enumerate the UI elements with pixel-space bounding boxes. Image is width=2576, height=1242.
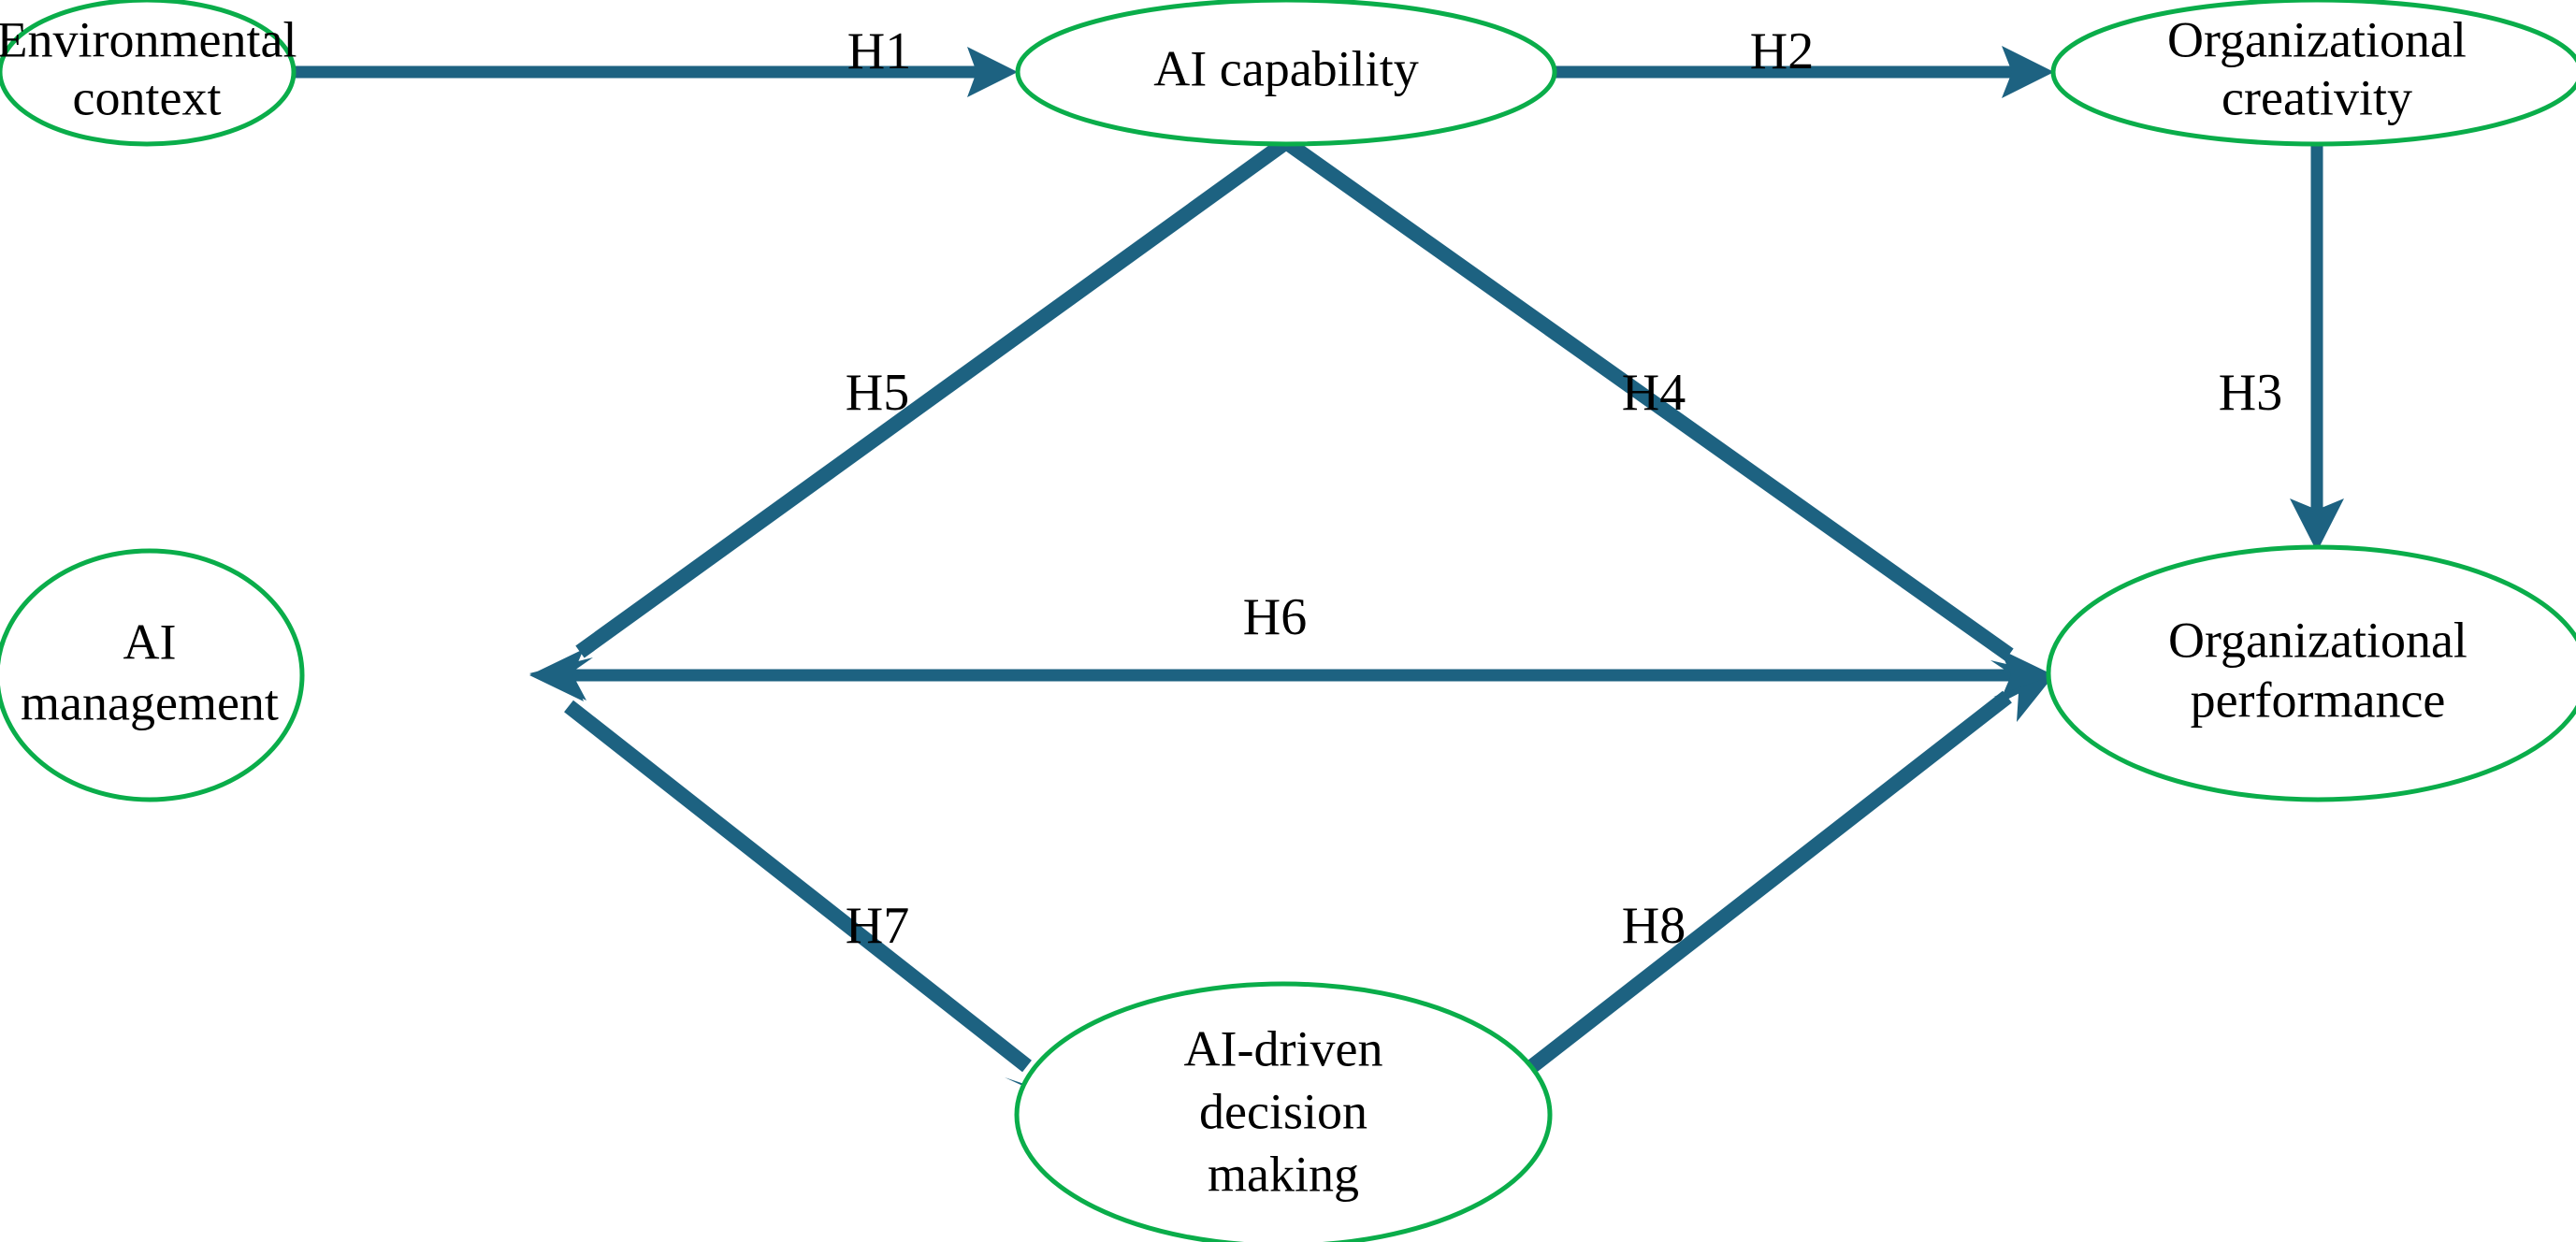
node-ai-capability[interactable]: AI capability [1015,0,1557,147]
edge-h4-line [1281,136,2014,661]
node-organizational-creativity[interactable]: Organizational creativity [2050,0,2576,147]
node-organizational-performance-shape [2046,544,2576,802]
edge-h4[interactable] [1281,136,2054,703]
edge-h2-arrowhead [2002,46,2054,98]
node-environmental-context-shape [0,0,297,147]
node-ai-driven-decision-making-shape [1014,981,1553,1242]
edge-h1-arrowhead [967,47,1018,97]
node-environmental-context[interactable]: Environmental context [0,0,297,147]
node-organizational-creativity-shape [2050,0,2576,147]
edge-label-h4: H4 [1622,364,1686,422]
edge-h8-line [1518,690,2012,1080]
edge-label-h3: H3 [2219,364,2282,422]
edge-label-h2: H2 [1750,22,1814,80]
edge-label-h8: H8 [1622,897,1686,955]
edge-h3[interactable] [2290,144,2344,552]
node-organizational-performance-label-line1: Organizational [2168,612,2467,668]
node-environmental-context-label-line2: context [73,69,222,125]
node-organizational-creativity-label-line2: creativity [2221,69,2412,125]
edge-h7-line [564,700,1032,1073]
node-ai-driven-decision-making-label-line3: making [1208,1146,1359,1202]
edge-h6-arrowhead-right [2000,649,2054,701]
node-ai-driven-decision-making-label-line2: decision [1199,1083,1368,1139]
edge-h8-arrowhead [1993,675,2054,722]
node-ai-management-label-line1: AI [123,614,177,670]
node-organizational-performance[interactable]: Organizational performance [2046,544,2576,802]
edge-h7[interactable] [564,700,1066,1119]
node-ai-management-label-line2: management [21,674,279,730]
node-ai-capability-shape [1015,0,1557,147]
edge-h1[interactable] [294,47,1018,97]
node-environmental-context-label-line1: Environmental [0,11,297,67]
node-organizational-creativity-label-line1: Organizational [2167,11,2467,67]
edge-label-h7: H7 [846,897,909,955]
edge-label-h6: H6 [1243,588,1307,646]
edge-h3-arrowhead [2290,498,2344,552]
node-ai-capability-label-line1: AI capability [1153,40,1418,96]
edge-h5-line [575,136,1291,658]
edge-h8[interactable] [1518,675,2054,1080]
node-organizational-performance-label-line2: performance [2191,672,2446,728]
node-ai-management-shape [0,548,305,802]
node-ai-driven-decision-making-label-line1: AI-driven [1184,1020,1383,1076]
node-ai-driven-decision-making[interactable]: AI-driven decision making [1014,981,1553,1242]
edge-h6-arrowhead-left [529,649,584,701]
edge-h2[interactable] [1555,46,2054,98]
edge-h6[interactable] [529,649,2054,701]
node-ai-management[interactable]: AI management [0,548,305,802]
edge-label-h1: H1 [847,22,911,80]
edge-label-h5: H5 [846,364,909,422]
